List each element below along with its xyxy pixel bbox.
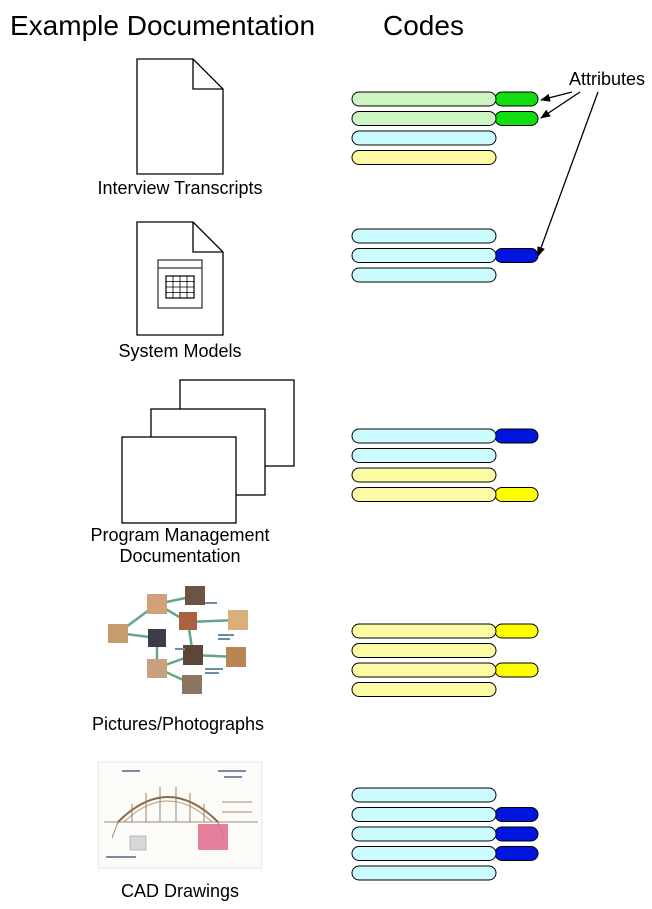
code-bar <box>351 130 497 146</box>
doc-label-cad-drawings: CAD Drawings <box>120 881 240 901</box>
documentation-header: Example Documentation <box>10 10 316 41</box>
code-bar <box>351 467 497 483</box>
code-bar <box>351 267 497 283</box>
attribute-tag <box>494 807 539 822</box>
code-bar <box>351 682 497 697</box>
code-bar <box>351 448 497 463</box>
attribute-tag <box>494 846 539 861</box>
code-bar <box>351 643 497 658</box>
doc-label-program-management: Program Management Documentation <box>60 525 300 567</box>
code-bar <box>351 623 497 639</box>
attribute-tag <box>494 248 539 263</box>
attribute-tag <box>494 428 539 444</box>
code-bar <box>351 248 497 263</box>
attribute-tag <box>494 91 539 107</box>
doc-label-program-management-text: Program Management Documentation <box>90 525 270 566</box>
doc-label-interview-transcripts: Interview Transcripts <box>97 178 263 198</box>
code-bar <box>351 846 497 861</box>
code-bar <box>351 428 497 444</box>
codes-header: Codes <box>383 10 464 41</box>
stacked-pages-icon <box>121 379 295 524</box>
code-bar <box>351 111 497 126</box>
code-group <box>351 91 539 165</box>
code-bar <box>351 662 497 678</box>
attributes-label: Attributes <box>569 69 646 89</box>
spreadsheet-document-icon <box>136 221 224 336</box>
attribute-tag <box>494 662 539 678</box>
document-icon <box>136 58 224 175</box>
code-bar <box>351 865 497 881</box>
cad-drawing-icon <box>97 761 263 869</box>
code-group <box>351 787 539 881</box>
code-bar <box>351 91 497 107</box>
code-bar <box>351 807 497 822</box>
attribute-tag <box>494 111 539 126</box>
doc-label-pictures: Pictures/Photographs <box>91 714 265 734</box>
attribute-arrows <box>537 91 599 257</box>
attribute-tag <box>494 623 539 639</box>
doc-label-system-models: System Models <box>118 341 242 361</box>
code-bar <box>351 826 497 842</box>
code-group <box>351 428 539 502</box>
photo-network-icon <box>108 586 248 694</box>
code-bar <box>351 487 497 502</box>
code-group <box>351 228 539 283</box>
code-bar <box>351 787 497 803</box>
attribute-tag <box>494 826 539 842</box>
code-bar <box>351 228 497 244</box>
attribute-tag <box>494 487 539 502</box>
code-bar <box>351 150 497 165</box>
code-group <box>351 623 539 697</box>
